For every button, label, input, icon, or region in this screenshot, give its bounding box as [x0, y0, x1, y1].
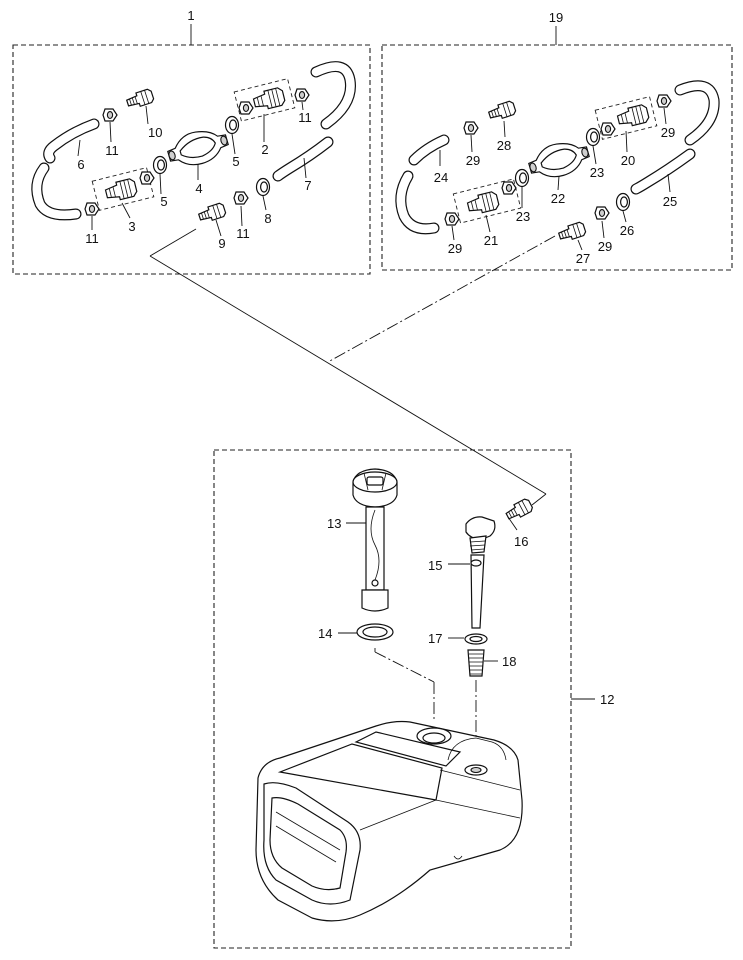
label-6: 6	[77, 157, 84, 172]
label-24: 24	[434, 170, 448, 185]
label-29c: 29	[448, 241, 462, 256]
kit-1-primer-hose-assembly: 1	[12, 8, 371, 275]
nut-29-right	[656, 94, 672, 108]
fitting-27	[556, 220, 588, 244]
label-21: 21	[484, 233, 498, 248]
label-9: 9	[218, 236, 225, 251]
label-23b: 23	[516, 209, 530, 224]
nut-29-lower	[444, 212, 460, 226]
label-25: 25	[663, 194, 677, 209]
kit-19-primer-hose-assembly: 19	[381, 10, 733, 271]
label-11a: 11	[105, 143, 119, 158]
connector-20	[615, 103, 651, 130]
ring-8	[255, 177, 271, 197]
group-label-19: 19	[549, 10, 563, 25]
hose-25	[630, 80, 720, 195]
label-23a: 23	[590, 165, 604, 180]
label-7: 7	[304, 178, 311, 193]
fuel-tank	[255, 720, 523, 922]
nut-11-center	[233, 191, 249, 205]
label-4: 4	[195, 181, 202, 196]
label-14: 14	[318, 626, 332, 641]
fitting-28	[486, 99, 518, 123]
o-ring-17	[464, 633, 488, 645]
label-13: 13	[327, 516, 341, 531]
label-29a: 29	[466, 153, 480, 168]
fuel-gauge-13	[352, 468, 398, 612]
nut-11-right	[294, 88, 310, 102]
label-29d: 29	[598, 239, 612, 254]
nut-small-20	[600, 122, 616, 136]
nut-29-top	[463, 121, 479, 135]
ring-23	[585, 127, 601, 147]
label-27: 27	[576, 251, 590, 266]
ring-26	[615, 192, 631, 212]
nut-small-2	[238, 101, 254, 115]
ring-5	[224, 115, 240, 135]
label-8: 8	[264, 211, 271, 226]
label-11b: 11	[298, 110, 312, 125]
nut-11	[102, 108, 118, 122]
label-17: 17	[428, 631, 442, 646]
label-20: 20	[621, 153, 635, 168]
nut-small-3	[139, 171, 155, 185]
nut-29-center	[594, 206, 610, 220]
leaders-kit-19	[439, 107, 671, 251]
label-10: 10	[148, 125, 162, 140]
nut-11-lower	[84, 202, 100, 216]
ring-23-lower	[514, 168, 530, 188]
kit-connection-lines	[149, 228, 556, 506]
label-29b: 29	[661, 125, 675, 140]
label-18: 18	[502, 654, 516, 669]
fitting-10	[124, 87, 156, 111]
connector-3	[103, 177, 139, 204]
group-label-1: 1	[187, 8, 194, 23]
label-15: 15	[428, 558, 442, 573]
leaders-kit-1	[77, 101, 307, 237]
label-2: 2	[261, 142, 268, 157]
group-label-12: 12	[600, 692, 614, 707]
connector-2	[251, 86, 287, 113]
label-22: 22	[551, 191, 565, 206]
hose-24	[395, 134, 450, 235]
hose-7	[272, 61, 356, 182]
label-5a: 5	[232, 154, 239, 169]
ring-5-lower	[152, 155, 168, 175]
nut-small-21	[501, 181, 517, 195]
fitting-9	[196, 201, 228, 225]
strainer-18	[467, 649, 485, 677]
label-28: 28	[497, 138, 511, 153]
label-26: 26	[620, 223, 634, 238]
label-11c: 11	[85, 231, 99, 246]
label-16: 16	[514, 534, 528, 549]
label-11d: 11	[236, 226, 250, 241]
hose-6	[31, 118, 100, 221]
gasket-14	[356, 623, 394, 641]
connector-21	[465, 190, 501, 217]
label-5b: 5	[160, 194, 167, 209]
tank-assembly-12: 12	[213, 449, 614, 949]
label-3: 3	[128, 219, 135, 234]
pickup-tube-15	[465, 516, 496, 629]
